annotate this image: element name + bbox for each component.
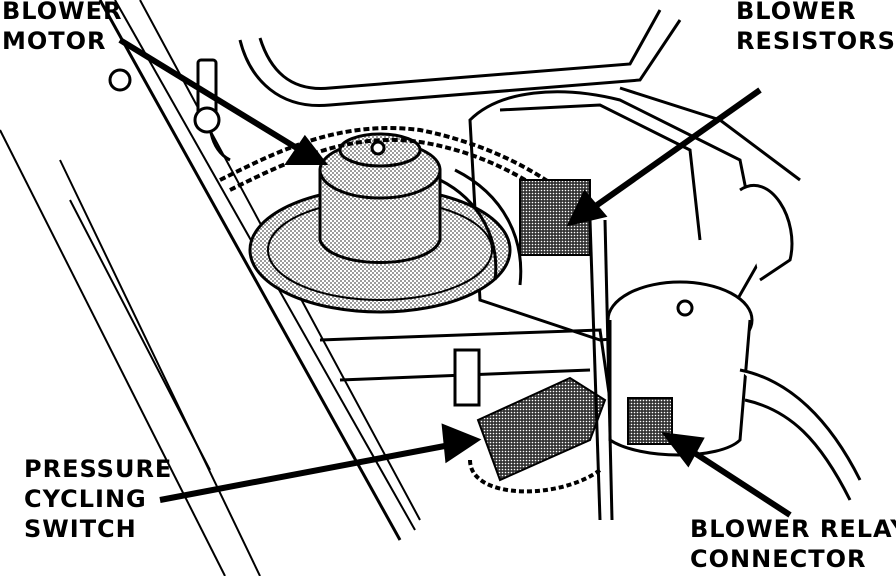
label-line: PRESSURE [24,455,173,483]
arrow-blower-resistors [588,87,762,213]
vacuum-hose [439,168,523,286]
label-blower-relay-connector: BLOWER RELAY CONNECTOR [690,514,896,574]
label-line: BLOWER [736,0,857,25]
label-line: MOTOR [2,27,107,55]
case-flange [319,328,612,407]
wiring-harness [219,126,562,202]
pressure-cycling-switch-part [468,376,607,494]
label-blower-resistors: BLOWER RESISTORS [736,0,896,56]
relay-bracket [606,280,862,501]
arrow-blower-motor [118,37,302,153]
leader-arrows [118,37,792,518]
label-blower-motor: BLOWER MOTOR [2,0,122,56]
label-line: CYCLING [24,485,147,513]
blower-motor-assembly [248,132,512,314]
arrow-blower-relay-connector [688,447,792,518]
label-pressure-cycling-switch: PRESSURE CYCLING SWITCH [24,454,172,544]
label-line: BLOWER [2,0,123,25]
blower-housing [468,90,794,342]
label-line: SWITCH [24,515,137,543]
mounting-stud [108,58,221,134]
arrow-pressure-cycling-switch [159,442,451,503]
label-line: CONNECTOR [690,545,867,573]
label-line: BLOWER RELAY [690,515,896,543]
label-line: RESISTORS [736,27,896,55]
refrigerant-line [588,219,614,521]
